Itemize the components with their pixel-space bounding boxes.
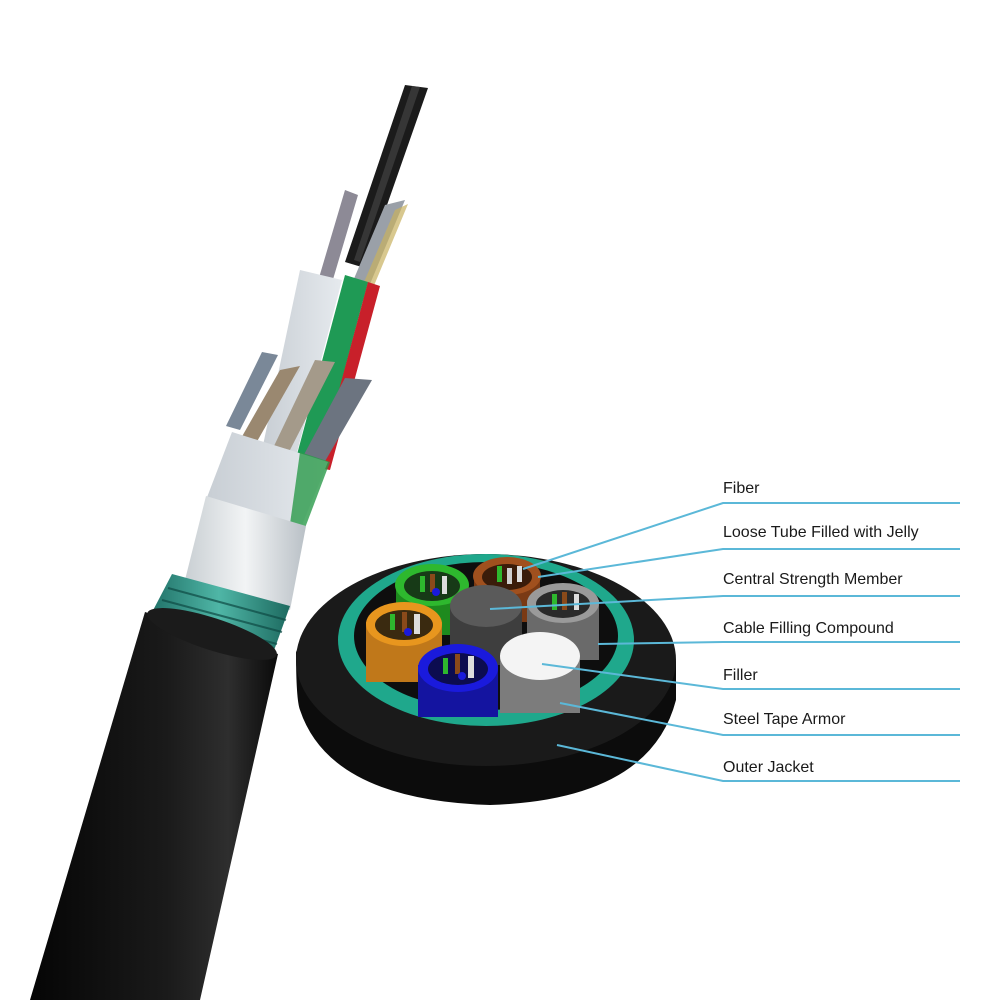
stripped-cable <box>30 85 428 1000</box>
label-filler: Filler <box>723 667 758 684</box>
label-outer-jacket: Outer Jacket <box>723 759 814 776</box>
label-loose-tube: Loose Tube Filled with Jelly <box>723 524 919 541</box>
label-steel-tape-armor: Steel Tape Armor <box>723 711 846 728</box>
label-fiber: Fiber <box>723 480 760 497</box>
label-central-strength-member: Central Strength Member <box>723 571 903 588</box>
label-cable-filling-compound: Cable Filling Compound <box>723 620 894 637</box>
filler-rod <box>500 632 580 713</box>
leader-lines <box>489 502 960 782</box>
cable-cross-section <box>296 554 676 805</box>
